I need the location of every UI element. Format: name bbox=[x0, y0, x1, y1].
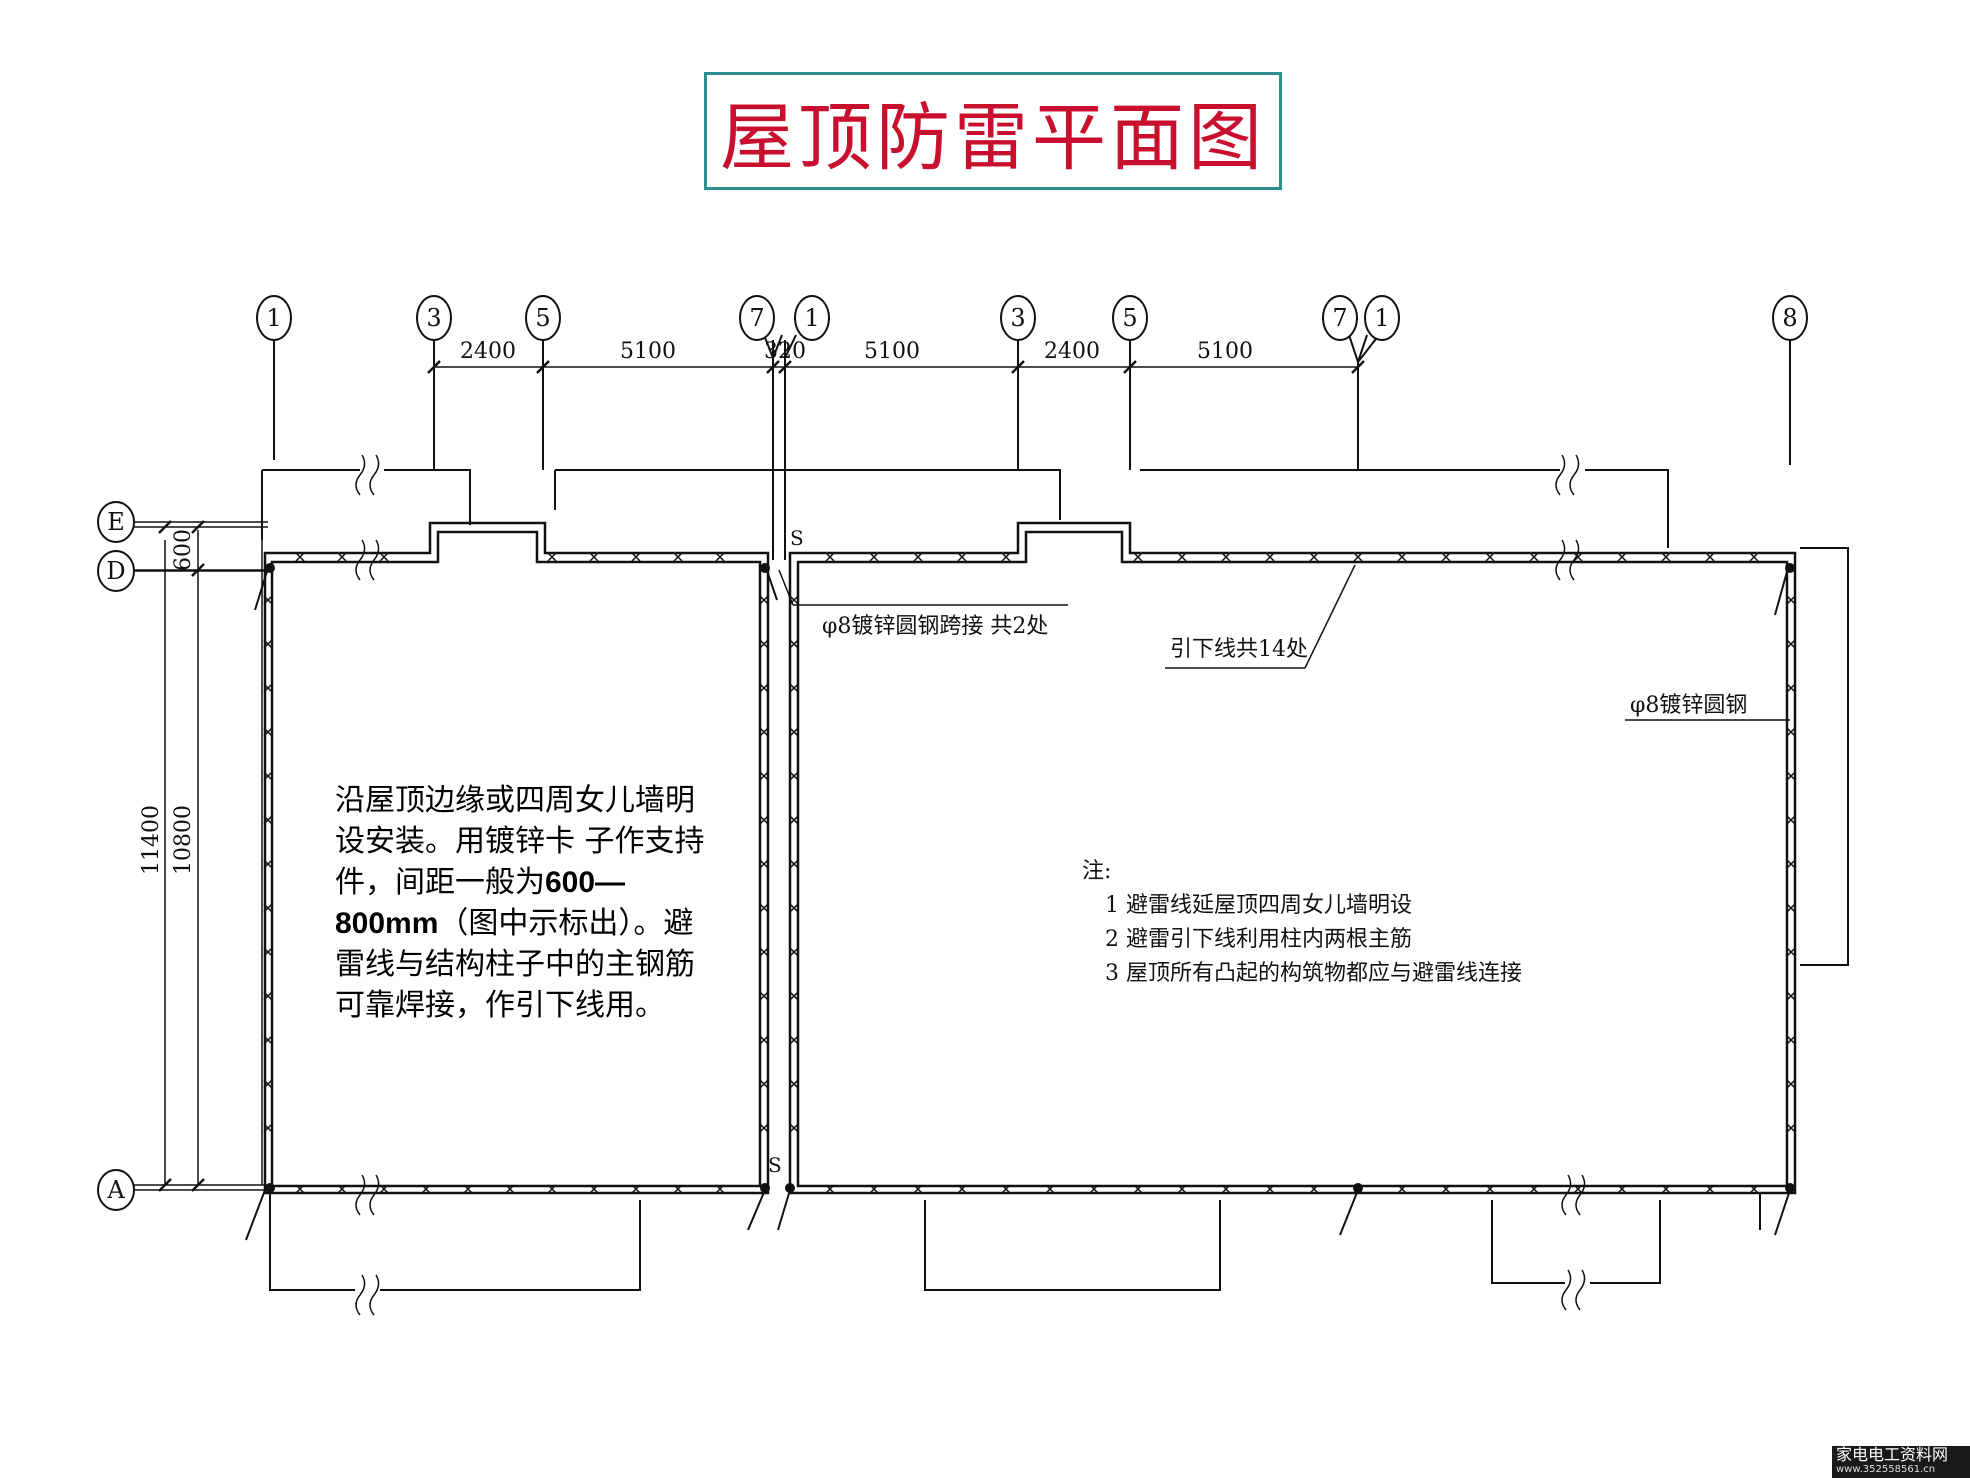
lightning-conductor-left bbox=[263, 521, 770, 1195]
bubble-tail bbox=[763, 334, 783, 361]
description-bold-value: 600— bbox=[545, 866, 626, 899]
axis-label: 3 bbox=[426, 304, 441, 332]
axis-label: A bbox=[106, 1176, 125, 1204]
dimension-value: 11400 bbox=[139, 805, 164, 875]
break-symbol bbox=[355, 454, 380, 496]
title-box: 屋顶防雷平面图 bbox=[704, 72, 1282, 190]
axis-bubble bbox=[416, 295, 452, 341]
axis-label: 7 bbox=[1332, 304, 1347, 332]
watermark-site: 家电电工资料网 bbox=[1836, 1445, 1949, 1464]
description-line: 雷线与结构柱子中的主钢筋 bbox=[335, 947, 695, 982]
bubble-tail bbox=[784, 334, 797, 359]
down-conductor-arrow bbox=[245, 1189, 266, 1241]
watermark: 家电电工资料网 www.352558561.cn bbox=[1832, 1446, 1970, 1478]
description-fragment: 件，间距一般为 bbox=[335, 865, 545, 900]
axis-bubble bbox=[1322, 295, 1358, 341]
dimension-value: 2400 bbox=[1044, 339, 1100, 364]
axis-label: 8 bbox=[1782, 304, 1797, 332]
note-item: 2 避雷引下线利用柱内两根主筋 bbox=[1105, 927, 1412, 952]
lightning-conductor-right bbox=[788, 521, 1797, 1195]
axis-bubble bbox=[256, 295, 292, 341]
callout-jumper: φ8镀锌圆钢跨接 共2处 bbox=[822, 614, 1048, 639]
axis-label: 3 bbox=[1010, 304, 1025, 332]
axis-bubble bbox=[794, 295, 830, 341]
description-line: 设安装。用镀锌卡 子作支持 bbox=[335, 824, 705, 859]
description-line: 件，间距一般为600— bbox=[335, 862, 795, 903]
axis-bubble bbox=[97, 501, 135, 543]
description-line: 800mm（图中示标出）。避 bbox=[335, 903, 795, 944]
axis-bubble bbox=[1772, 295, 1808, 341]
axis-label: D bbox=[106, 557, 125, 585]
description-line: 沿屋顶边缘或四周女儿墙明 bbox=[335, 783, 695, 818]
axis-label: 1 bbox=[804, 304, 819, 332]
down-conductor-arrow bbox=[254, 567, 269, 611]
page-title: 屋顶防雷平面图 bbox=[720, 94, 1266, 181]
axis-bubble bbox=[739, 295, 775, 341]
axis-bubble bbox=[1000, 295, 1036, 341]
dimension-value: 5100 bbox=[1197, 339, 1253, 364]
dimension-value: 320 bbox=[764, 339, 806, 364]
description-text: 沿屋顶边缘或四周女儿墙明 设安装。用镀锌卡 子作支持 件，间距一般为600— 8… bbox=[335, 780, 795, 1026]
axis-bubble bbox=[525, 295, 561, 341]
dimension-value: 600 bbox=[171, 529, 196, 571]
support-clip-marks bbox=[263, 552, 1796, 1194]
watermark-url: www.352558561.cn bbox=[1836, 1464, 1936, 1475]
callout-round-steel: φ8镀锌圆钢 bbox=[1630, 693, 1747, 718]
axis-label: 1 bbox=[266, 304, 281, 332]
callout-down-conductor: 引下线共14处 bbox=[1170, 637, 1308, 662]
note-item: 3 屋顶所有凸起的构筑物都应与避雷线连接 bbox=[1105, 961, 1522, 986]
s-marker: S bbox=[768, 1153, 782, 1177]
dimension-value: 5100 bbox=[620, 339, 676, 364]
description-bold-value: 800mm bbox=[335, 907, 439, 940]
dimension-value: 5100 bbox=[864, 339, 920, 364]
axis-label: 5 bbox=[1122, 304, 1137, 332]
bubble-tail bbox=[1348, 334, 1380, 366]
axis-bubble bbox=[1364, 295, 1400, 341]
s-marker: S bbox=[790, 526, 804, 550]
notes-heading: 注: bbox=[1082, 859, 1111, 884]
dimension-value: 10800 bbox=[171, 805, 196, 875]
dimension-value: 2400 bbox=[460, 339, 516, 364]
description-line: 可靠焊接，作引下线用。 bbox=[335, 988, 665, 1023]
note-item: 1 避雷线延屋顶四周女儿墙明设 bbox=[1105, 893, 1412, 918]
axis-label: 7 bbox=[749, 304, 764, 332]
axis-bubble bbox=[97, 1169, 135, 1211]
axis-bubble bbox=[1112, 295, 1148, 341]
axis-label: 5 bbox=[535, 304, 550, 332]
axis-label: 1 bbox=[1374, 304, 1389, 332]
axis-label: E bbox=[107, 508, 125, 536]
axis-bubble bbox=[97, 550, 135, 592]
description-fragment: （图中示标出）。避 bbox=[438, 906, 694, 941]
